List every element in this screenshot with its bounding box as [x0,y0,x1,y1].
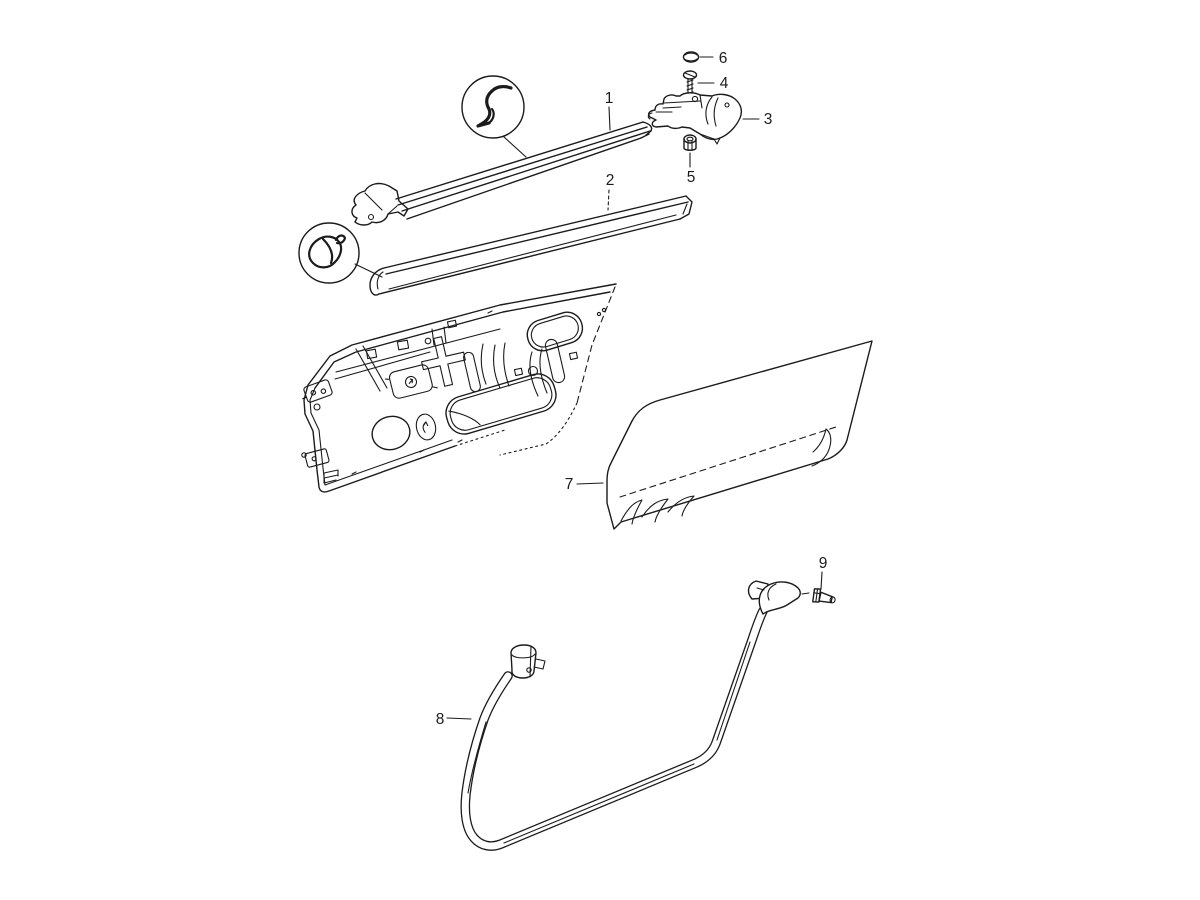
trim-strip-2-drawing [369,195,693,296]
bracket-3-drawing [647,92,743,145]
speaker-hole [371,415,411,451]
callout-circle-1 [461,75,525,139]
door-shield-7-drawing [606,340,873,530]
seal-hook-end [747,580,801,615]
cap-nut-6-drawing [682,51,700,63]
door-seal-8-drawing [460,580,810,851]
part-label-1: 1 [605,90,614,107]
leader-9 [820,571,823,590]
part-callout-9: 9 [819,555,828,590]
part-callout-6: 6 [699,50,728,67]
trim-strip-1-drawing [351,121,653,226]
part-label-5: 5 [687,169,696,186]
part-callout-5: 5 [687,152,696,186]
access-plate [384,364,438,399]
leader-7 [576,482,604,485]
part-label-4: 4 [720,75,729,92]
part-label-7: 7 [565,476,574,493]
door-inner-panel-drawing [301,283,617,493]
small-oval-cutout [415,413,437,441]
strip-1-profile-callout [461,75,527,158]
part-label-9: 9 [819,555,828,572]
callout-circle-2 [298,222,360,284]
callout-1-leader [503,136,527,158]
leader-1 [608,106,611,131]
seal-clamp-end [510,644,546,679]
nut-5-drawing [683,134,697,151]
part-label-2: 2 [606,172,615,189]
strip-1-cross-section-glyph [476,84,513,128]
part-callout-8: 8 [436,711,472,728]
oval-cutout [526,311,584,352]
part-callout-4: 4 [697,75,729,92]
part-label-8: 8 [436,711,445,728]
fastener-9-drawing [812,588,836,604]
strip-2-cross-section-glyph [308,234,347,269]
leader-8 [446,717,472,720]
part-callout-7: 7 [565,476,604,493]
cross-slot-cutout [421,336,466,387]
part-labels: 1 2 3 4 5 6 7 8 [436,50,828,728]
part-callout-1: 1 [605,90,614,131]
callout-2-leader [354,263,383,278]
part-label-6: 6 [719,50,728,67]
leader-2 [607,189,610,211]
armrest-opening [445,373,557,435]
part-callout-3: 3 [742,111,773,128]
strip-2-profile-callout [298,222,383,284]
part-callout-2: 2 [606,172,615,211]
part-label-3: 3 [764,111,773,128]
